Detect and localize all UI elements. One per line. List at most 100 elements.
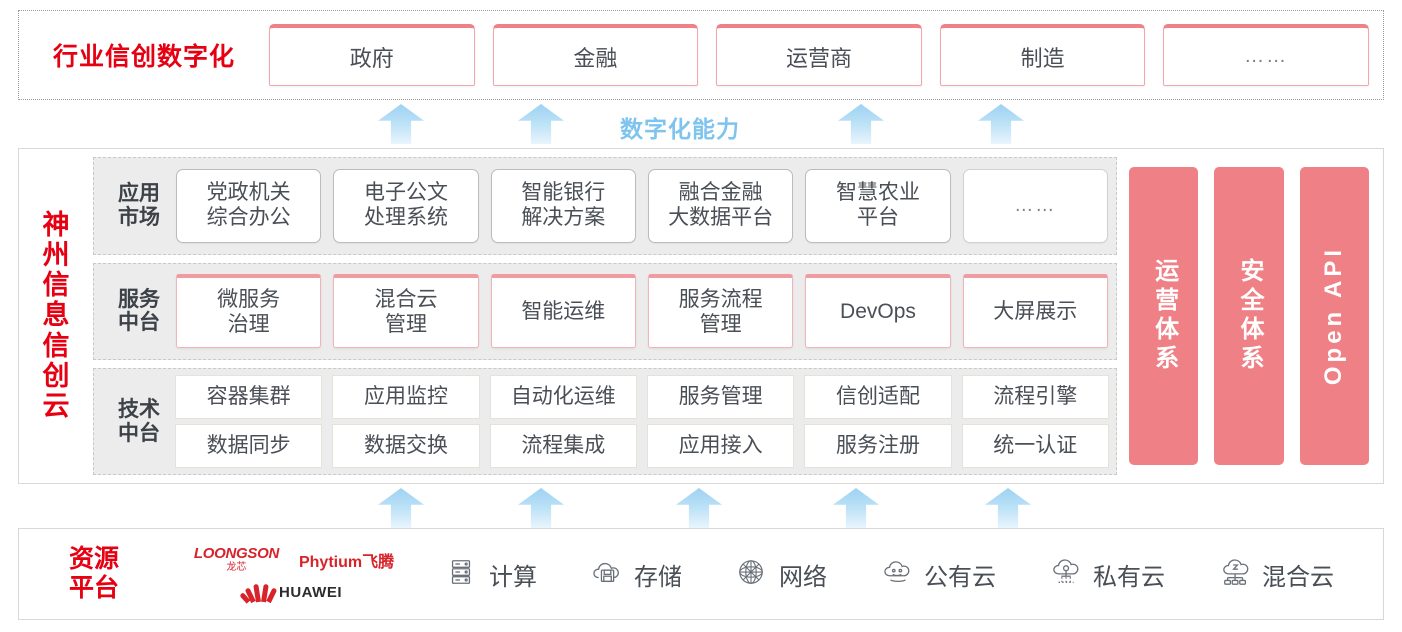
up-arrow-icon (833, 488, 879, 528)
cross-cutting-pillar-list: 运营体系 安全体系 Open API (1121, 149, 1383, 483)
layer-label-line: 市场 (118, 205, 160, 229)
industry-tab-operator[interactable]: 运营商 (716, 24, 922, 86)
service-card-hybrid-cloud-mgmt[interactable]: 混合云 管理 (333, 274, 479, 349)
pillar-open-api[interactable]: Open API (1299, 167, 1369, 465)
tech-card-process-integration[interactable]: 流程集成 (490, 425, 636, 467)
card-line: 管理 (384, 312, 427, 336)
app-card-more[interactable]: …… (962, 168, 1108, 243)
cloud-title-char: 神 (42, 209, 70, 240)
resource-item-hybrid-cloud[interactable]: 混合云 (1219, 557, 1334, 592)
up-arrow-icon (518, 104, 564, 144)
app-card-government-office[interactable]: 党政机关 综合办公 (176, 168, 322, 243)
resource-item-public-cloud[interactable]: 公有云 (881, 557, 996, 592)
app-card-smart-bank[interactable]: 智能银行 解决方案 (490, 168, 636, 243)
tech-card-container-cluster[interactable]: 容器集群 (176, 376, 322, 418)
layer-technical-platform: 技术 中台 容器集群 应用监控 自动化运维 服务管理 信创适配 流程引擎 数据同… (93, 368, 1117, 475)
service-card-dashboard[interactable]: 大屏展示 (962, 274, 1108, 349)
tech-card-app-monitoring[interactable]: 应用监控 (333, 376, 479, 418)
card-line: 管理 (699, 312, 742, 336)
up-arrow-icon (985, 488, 1031, 528)
card-line: 智慧农业 (835, 180, 920, 204)
resource-item-label: 计算 (489, 563, 537, 591)
industry-tab-manufacturing[interactable]: 制造 (939, 24, 1146, 86)
technical-card-list: 容器集群 应用监控 自动化运维 服务管理 信创适配 流程引擎 数据同步 数据交换… (176, 369, 1108, 474)
application-card-list: 党政机关 综合办公 电子公文 处理系统 智能银行 解决方案 (176, 158, 1108, 254)
cloud-title-char: 州 (42, 240, 70, 271)
layer-label-line: 中台 (118, 421, 160, 445)
card-line: 大数据平台 (668, 205, 774, 229)
app-card-edoc-system[interactable]: 电子公文 处理系统 (333, 168, 479, 243)
layer-label-service-platform: 服务 中台 (102, 288, 176, 335)
tech-card-data-sync[interactable]: 数据同步 (176, 425, 322, 467)
service-card-list: 微服务 治理 混合云 管理 智能运维 服务流程 (176, 264, 1108, 360)
tech-card-data-exchange[interactable]: 数据交换 (333, 425, 479, 467)
card-line: 处理系统 (363, 205, 448, 229)
service-card-microservice-governance[interactable]: 微服务 治理 (176, 274, 322, 349)
resource-platform-panel: 资源 平台 LOONGSON 龙芯 Phytium飞腾 (18, 528, 1384, 620)
layer-application-market: 应用 市场 党政机关 综合办公 电子公文 处理系统 (93, 157, 1117, 255)
cloud-storage-icon (591, 557, 625, 591)
card-line: 混合云 (374, 287, 438, 311)
resource-item-network[interactable]: 网络 (736, 557, 827, 592)
phytium-logo: Phytium飞腾 (298, 553, 395, 571)
service-card-intelligent-ops[interactable]: 智能运维 (490, 274, 636, 349)
hybrid-cloud-icon (1219, 557, 1253, 591)
layer-label-line: 服务 (118, 287, 160, 311)
up-arrow-icon (378, 488, 424, 528)
technical-card-row: 容器集群 应用监控 自动化运维 服务管理 信创适配 流程引擎 (176, 376, 1108, 418)
resource-item-label: 混合云 (1262, 563, 1334, 591)
huawei-petal-icon (239, 582, 278, 604)
layer-service-platform: 服务 中台 微服务 治理 混合云 管理 (93, 262, 1117, 360)
vendor-logo-row: LOONGSON 龙芯 Phytium飞腾 (194, 546, 394, 573)
up-arrow-icon (676, 488, 722, 528)
public-cloud-icon (881, 557, 915, 591)
up-arrow-icon (838, 104, 884, 144)
loongson-logo-subtext: 龙芯 (226, 562, 247, 573)
card-line: 治理 (227, 312, 270, 336)
resource-item-label: 存储 (634, 563, 682, 591)
industry-tab-list: 政府 金融 运营商 制造 …… (269, 24, 1383, 86)
cloud-title-char: 创 (42, 360, 70, 391)
card-line: 解决方案 (521, 205, 606, 229)
cloud-layer-list: 应用 市场 党政机关 综合办公 电子公文 处理系统 (93, 149, 1121, 483)
up-arrow-icon (518, 488, 564, 528)
capability-arrow-strip: 数字化能力 (0, 104, 1402, 144)
cloud-platform-panel: 神 州 信 息 信 创 云 应用 市场 党政机关 综合办公 (18, 148, 1384, 484)
tech-card-app-access[interactable]: 应用接入 (647, 425, 794, 467)
resource-item-private-cloud[interactable]: 私有云 (1050, 557, 1165, 592)
resource-item-label: 网络 (779, 563, 827, 591)
huawei-logo-text: HUAWEI (279, 583, 342, 601)
cloud-title-char: 息 (42, 300, 70, 331)
layer-label-line: 中台 (118, 311, 160, 335)
layer-label-line: 技术 (118, 397, 160, 421)
tech-card-service-registry[interactable]: 服务注册 (805, 425, 951, 467)
cloud-platform-title: 神 州 信 息 信 创 云 (19, 149, 93, 483)
tech-card-unified-auth[interactable]: 统一认证 (962, 425, 1108, 467)
resource-item-list: 计算 存储 (419, 557, 1383, 592)
tech-card-process-engine[interactable]: 流程引擎 (962, 376, 1108, 418)
tech-card-xinchuang-adaptation[interactable]: 信创适配 (805, 376, 951, 418)
app-card-smart-agriculture[interactable]: 智慧农业 平台 (805, 168, 951, 243)
vendor-logo-row: HUAWEI (239, 582, 342, 604)
tech-card-service-mgmt[interactable]: 服务管理 (647, 376, 794, 418)
pillar-label: 安全体系 (1235, 258, 1263, 374)
industry-tab-finance[interactable]: 金融 (492, 24, 699, 86)
industry-section: 行业信创数字化 政府 金融 运营商 制造 …… (18, 10, 1384, 100)
service-card-devops[interactable]: DevOps (805, 274, 951, 349)
vendor-logo-list: LOONGSON 龙芯 Phytium飞腾 HUAWEI (169, 546, 419, 604)
pillar-security-system[interactable]: 安全体系 (1214, 167, 1284, 465)
layer-label-application-market: 应用 市场 (102, 182, 176, 229)
card-line: 电子公文 (363, 180, 448, 204)
resource-item-storage[interactable]: 存储 (591, 557, 682, 592)
pillar-operations-system[interactable]: 运营体系 (1129, 167, 1199, 465)
service-card-process-mgmt[interactable]: 服务流程 管理 (647, 274, 794, 349)
resource-item-compute[interactable]: 计算 (446, 557, 537, 592)
private-cloud-icon (1050, 557, 1084, 591)
card-line: 平台 (856, 205, 899, 229)
huawei-logo: HUAWEI (239, 582, 342, 604)
tech-card-automated-ops[interactable]: 自动化运维 (490, 376, 636, 418)
industry-tab-more[interactable]: …… (1163, 24, 1369, 86)
app-card-finance-bigdata[interactable]: 融合金融 大数据平台 (647, 168, 794, 243)
industry-tab-government[interactable]: 政府 (269, 24, 475, 86)
